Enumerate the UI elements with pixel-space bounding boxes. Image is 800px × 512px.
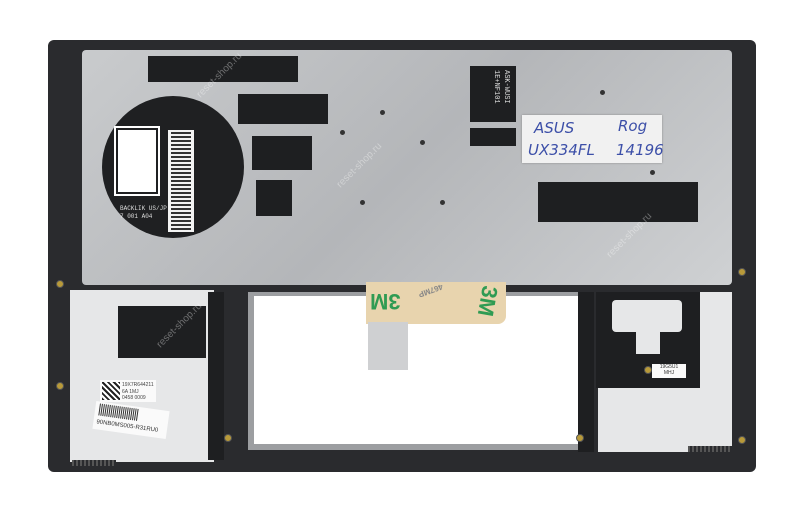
barcode-sticker [168, 130, 194, 232]
insulation-strip [252, 136, 312, 170]
small-sticker: 19G5U1 MHJ [652, 364, 686, 378]
tape-text: 467MP [417, 281, 445, 300]
flex-cable [368, 322, 408, 370]
speaker-grille-left [72, 460, 116, 466]
small-sticker-line1: 19G5U1 [659, 364, 679, 370]
plate-hole [600, 90, 605, 95]
qr-sticker-palm: 19X7R644211 6A 1MJ 0458 0009 [100, 380, 156, 402]
screw-hole [224, 434, 232, 442]
screw-hole [56, 280, 64, 288]
fan-print-text: BACKLIK US/JP 7 001 A04 [120, 205, 167, 221]
plate-hole [650, 170, 655, 175]
insulation-strip [148, 56, 298, 82]
qr-text-3: 0458 0009 [122, 395, 146, 401]
part-code-line1: ASK-WUSI [502, 70, 510, 104]
screw-hole [738, 436, 746, 444]
insulation-strip [256, 180, 292, 216]
qr-text-1: 19X7R644211 [122, 382, 154, 388]
screw-hole [738, 268, 746, 276]
plate-hole [360, 200, 365, 205]
screw-hole [576, 434, 584, 442]
part-code-line2: 1E+NF101 [492, 70, 500, 104]
fan-text-line2: 7 001 A04 [120, 213, 153, 220]
label-code: 14196 [616, 141, 664, 159]
insulation-strip [538, 182, 698, 222]
tape-brand: 3M [370, 289, 401, 314]
adhesive-tape: 3M 467MP 3M [366, 282, 506, 324]
label-series: Rog [618, 117, 648, 135]
fan-text-line1: BACKLIK US/JP [120, 205, 167, 212]
label-model: UX334FL [528, 141, 595, 159]
insulation-strip [470, 128, 516, 146]
screw-hole [644, 366, 652, 374]
screw-hole [56, 382, 64, 390]
tape-brand-2: 3M [472, 283, 503, 319]
speaker-grille-right [688, 446, 732, 452]
qr-text-2: 6A 1MJ [122, 389, 139, 395]
qr-sticker [114, 126, 160, 196]
insulation-pad [118, 306, 206, 358]
plate-hole [340, 130, 345, 135]
insulation-strip [238, 94, 328, 124]
rail [208, 292, 224, 460]
plate-hole [420, 140, 425, 145]
rail [578, 292, 594, 452]
small-sticker-line2: MHJ [663, 370, 675, 376]
plate-hole [380, 110, 385, 115]
handwritten-label: ASUS Rog UX334FL 14196 [522, 115, 664, 163]
plate-hole [440, 200, 445, 205]
keyboard-part-sticker: ASK-WUSI 1E+NF101 [470, 66, 516, 122]
label-brand: ASUS [534, 119, 575, 137]
